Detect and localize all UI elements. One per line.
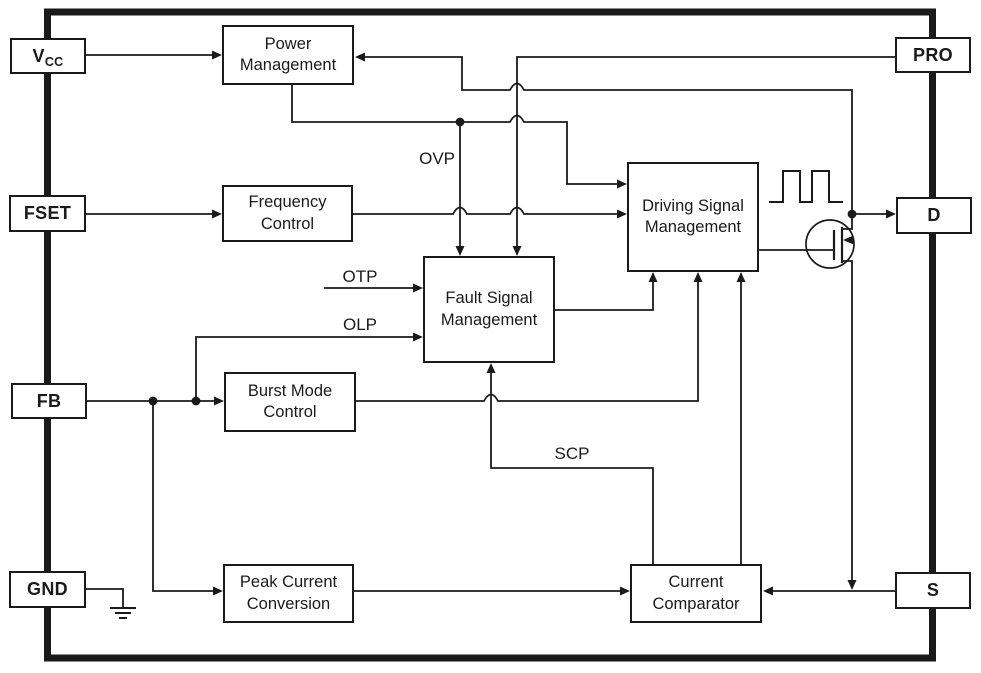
arrowhead [214, 396, 224, 406]
pin-d: D [896, 197, 972, 234]
wire-fb-to-peak-current [152, 400, 215, 592]
wire-drain-to-power-management [363, 56, 853, 215]
arrowhead [763, 586, 773, 596]
signal-label-otp: OTP [342, 267, 378, 286]
arrowhead [355, 52, 365, 62]
arrowhead [212, 50, 222, 60]
wire-pro-to-fault-signal [516, 56, 896, 248]
mosfet-body-arrow [843, 235, 853, 245]
arrowhead [736, 272, 746, 282]
wire-fault-signal-to-driving-signal [554, 280, 654, 311]
wire-gnd-to-ground [85, 588, 124, 608]
arrowhead [455, 246, 465, 256]
wire-olp-to-fault-signal [195, 336, 415, 402]
arrowhead [413, 283, 423, 293]
block-current-comparator: Current Comparator [630, 564, 762, 623]
mosfet-source-lead [841, 260, 853, 580]
pin-fset: FSET [9, 195, 86, 232]
arrowhead [617, 179, 627, 189]
arrowhead [693, 272, 703, 282]
arrowhead [213, 586, 223, 596]
ic-boundary [44, 8, 936, 662]
signal-label-ovp: OVP [419, 149, 455, 168]
wire-frequency-control-to-driving-signal [352, 206, 619, 215]
block-power-management: Power Management [222, 25, 354, 85]
block-frequency-control: Frequency Control [222, 185, 353, 242]
wire-power-management-to-driving-signal [291, 84, 619, 185]
ground-icon [110, 607, 136, 619]
arrowhead [847, 580, 857, 590]
junction-dot [455, 117, 465, 127]
signal-label-scp: SCP [554, 444, 590, 463]
arrowhead [886, 209, 896, 219]
pin-gnd: GND [9, 571, 86, 608]
arrowhead [413, 332, 423, 342]
signal-label-olp: OLP [342, 315, 378, 334]
mosfet-icon [759, 213, 855, 580]
arrowhead [512, 246, 522, 256]
junction-dot [148, 396, 158, 406]
block-burst-mode-control: Burst Mode Control [224, 372, 356, 432]
arrowhead [617, 209, 627, 219]
arrowhead [212, 209, 222, 219]
junction-dot [191, 396, 201, 406]
pin-vcc-subscript: CC [44, 55, 64, 69]
pin-s: S [895, 572, 971, 609]
junction-dot [847, 209, 857, 219]
pin-pro: PRO [895, 37, 971, 73]
arrowhead [486, 363, 496, 373]
block-peak-current-conversion: Peak Current Conversion [223, 564, 354, 623]
pin-vcc-main: V [32, 45, 45, 66]
pin-fb: FB [11, 383, 87, 419]
arrowhead [648, 272, 658, 282]
arrowhead [620, 586, 630, 596]
block-driving-signal-management: Driving Signal Management [627, 162, 759, 272]
block-fault-signal-management: Fault Signal Management [423, 256, 555, 363]
mosfet-drain-lead [841, 213, 853, 230]
pwm-waveform-icon [769, 170, 843, 203]
wire-scp-to-fault-signal [490, 371, 654, 565]
